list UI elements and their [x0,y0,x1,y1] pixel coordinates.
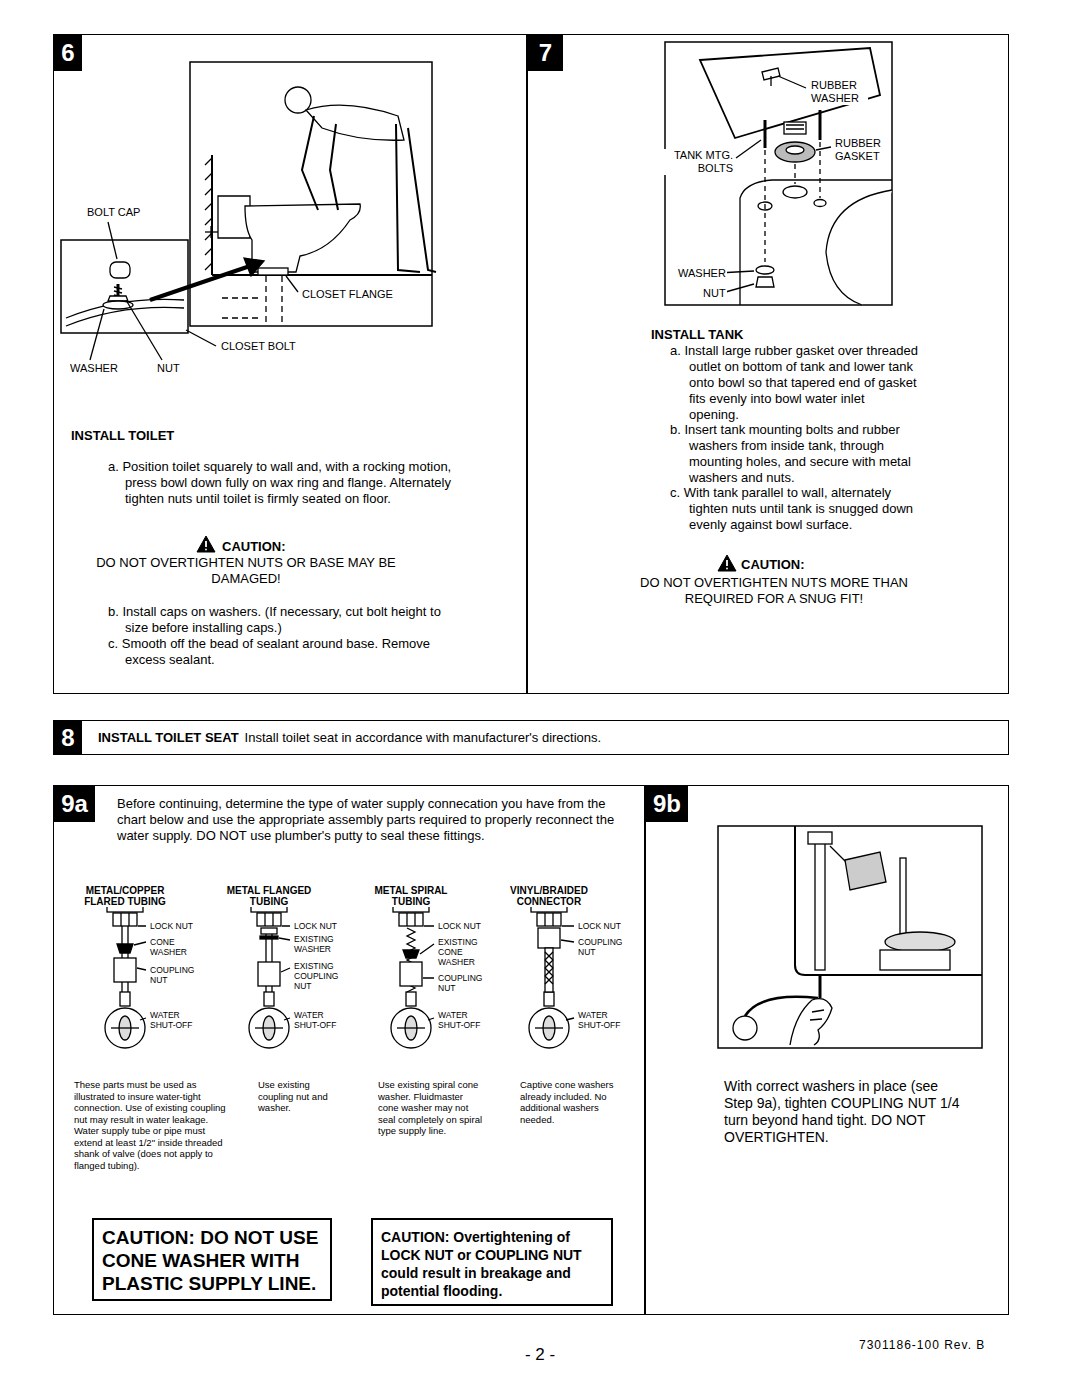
label: TANK MTG. BOLTS [662,149,734,175]
label: BOLT CAP [86,206,141,219]
instruction: b. Insert tank mounting bolts and rubber… [670,422,918,486]
part-label: COUPLING NUT [577,937,627,957]
part-label: EXISTING CONE WASHER [437,937,483,967]
label: - 2 - [490,1345,590,1365]
label: NUT [156,362,181,375]
instruction: b. Install caps on washers. (If necessar… [108,604,453,636]
part-label: EXISTING WASHER [293,934,339,954]
label: CLOSET FLANGE [301,288,394,301]
step-number: 9b [646,786,688,822]
caution-text: DO NOT OVERTIGHTEN NUTS MORE THAN REQUIR… [636,575,912,607]
instruction: With correct washers in place (see Step … [724,1078,964,1146]
step-panel: 7INSTALL TANKa. Install large rubber gas… [527,34,1009,694]
caution-text: CAUTION: DO NOT USE CONE WASHER WITH PLA… [102,1226,324,1295]
instruction: c. Smooth off the bead of sealant around… [108,636,453,668]
label: CLOSET BOLT [220,340,297,353]
caution-text: CAUTION: Overtightening of LOCK NUT or C… [381,1228,605,1300]
step-panel: 9bWith correct washers in place (see Ste… [645,785,1009,1315]
label: METAL/COPPER FLARED TUBING [75,885,175,907]
part-label: COUPLING NUT [437,973,487,993]
label: RUBBER WASHER [810,79,868,105]
part-label: WATER SHUT-OFF [149,1010,199,1030]
caution-box: CAUTION: Overtightening of LOCK NUT or C… [371,1218,613,1306]
step-panel: 9a Before continuing, determine the type … [53,785,645,1315]
part-label: LOCK NUT [149,921,194,931]
step-heading: INSTALL TANK [651,327,743,343]
part-label: WATER SHUT-OFF [437,1010,487,1030]
label: 7301186-100 Rev. B [858,1338,986,1352]
part-label: CONE WASHER [149,937,193,957]
instruction: Before continuing, determine the type of… [117,796,635,844]
caution-heading: CAUTION: [222,539,286,555]
step-number: 7 [528,35,563,71]
part-label: LOCK NUT [577,921,622,931]
supply-tighten-illustration [718,826,982,1048]
step-panel: 8 INSTALL TOILET SEAT Install toilet seat … [53,720,1009,755]
note-text: These parts must be used as illustrated … [73,1079,235,1171]
part-label: EXISTING COUPLING NUT [293,961,343,991]
label: METAL SPIRAL TUBING [361,885,461,907]
label: WASHER [69,362,119,375]
step-heading: INSTALL TOILET SEAT [98,730,239,746]
part-label: WATER SHUT-OFF [293,1010,343,1030]
step-number: 9a [54,786,95,822]
note-text: Captive cone washers already included. N… [519,1079,621,1125]
note-text: Use existing spiral cone washer. Fluidma… [377,1079,485,1137]
part-label: COUPLING NUT [149,965,199,985]
label: RUBBER GASKET [834,137,890,163]
step-heading: INSTALL TOILET [71,428,174,444]
caution-text: DO NOT OVERTIGHTEN NUTS OR BASE MAY BE D… [94,555,398,587]
note-text: Use existing coupling nut and washer. [257,1079,339,1114]
part-label: LOCK NUT [293,921,338,931]
part-label: WATER SHUT-OFF [577,1010,627,1030]
label: VINYL/BRAIDED CONNECTOR [499,885,599,907]
step-panel: 6INSTALL TOILET a. Position toilet square… [53,34,527,694]
label: METAL FLANGED TUBING [219,885,319,907]
instruction: Install toilet seat in accordance with m… [245,730,602,746]
instruction: a. Position toilet squarely to wall and,… [108,459,453,507]
supply-connection-chart [105,896,574,1048]
label: WASHER [677,267,727,280]
label: NUT [702,287,727,300]
instruction: a. Install large rubber gasket over thre… [670,343,918,423]
step-number: 8 [54,721,82,754]
caution-heading: CAUTION: [741,557,805,573]
part-label: LOCK NUT [437,921,482,931]
caution-box: CAUTION: DO NOT USE CONE WASHER WITH PLA… [92,1218,332,1301]
instruction: c. With tank parallel to wall, alternate… [670,485,918,533]
step-number: 6 [54,35,82,71]
